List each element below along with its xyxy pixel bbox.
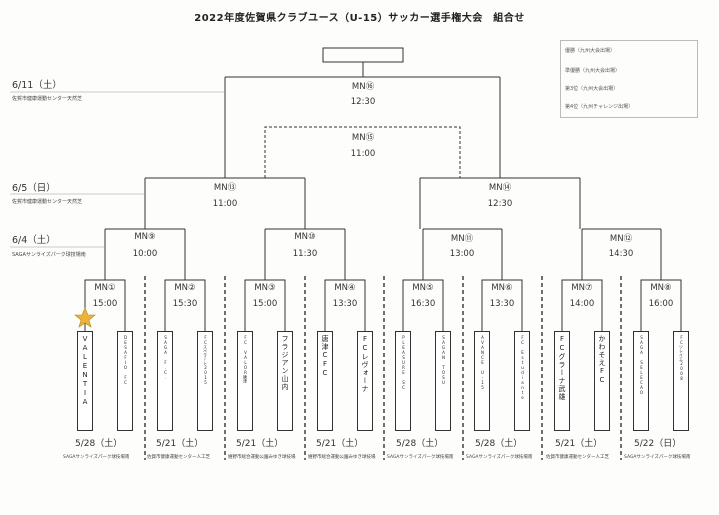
team-name: フラジアン山内 xyxy=(281,335,289,391)
team-box: 唐津CFC xyxy=(317,331,333,431)
team-name: PLEASURE SC xyxy=(401,335,406,390)
team-box: VALENTIA xyxy=(77,331,93,431)
r1-m7-time: 14:00 xyxy=(569,299,595,309)
r1-m3-number: MN③ xyxy=(254,283,276,293)
team-name: かわそえFC xyxy=(598,335,606,385)
r1-m5-date: 5/28（土） xyxy=(396,439,444,449)
r1-m1-time: 15:00 xyxy=(92,299,118,309)
r1-m2-number: MN② xyxy=(174,283,196,293)
team-box: SAGAN TOSU xyxy=(435,331,451,431)
team-box: FCレヴォーナ xyxy=(357,331,373,431)
r1-m6-venue: SAGAサンライズパーク球技場南 xyxy=(466,455,533,460)
quarter-2-time: 11:30 xyxy=(292,249,318,259)
team-box: FCスペラーレ2015 xyxy=(197,331,213,431)
team-box: PLEASURE SC xyxy=(395,331,411,431)
team-box: かわそえFC xyxy=(594,331,610,431)
winner-star-icon xyxy=(74,307,96,328)
r1-m8-number: MN⑧ xyxy=(650,283,672,293)
r1-m2-venue: 佐賀市健康運動センター人工芝 xyxy=(147,455,210,460)
r1-m4-date: 5/21（土） xyxy=(316,439,364,449)
r1-m4-venue: 嬉野市総合運動公園みゆき球技場 xyxy=(308,455,376,460)
team-name: FC Estudiante xyxy=(520,335,525,400)
legend-item-3: 第3位（九州大会出場） xyxy=(565,86,619,92)
r1-m7-venue: 佐賀市健康運動センター人工芝 xyxy=(546,455,609,460)
r1-m1-number: MN① xyxy=(94,283,116,293)
quarter-4-time: 14:30 xyxy=(608,249,634,259)
team-name: SAGA F.C. xyxy=(163,335,168,380)
legend-item-1: 優勝（九州大会出場） xyxy=(565,48,616,54)
r1-m6-time: 13:30 xyxy=(489,299,515,309)
team-name: VALENTIA xyxy=(81,335,89,407)
team-name: FCツレイエ2008 xyxy=(679,335,684,381)
team-name: SAGAN TOSU xyxy=(441,335,446,385)
semi-1-match-number: MN⑬ xyxy=(213,183,237,193)
round-venue-semi: 佐賀市健康運動センター天然芝 xyxy=(12,199,83,205)
team-box: SAGA SELECAO xyxy=(633,331,649,431)
page-title: 2022年度佐賀県クラブユース（U-15）サッカー選手権大会 組合せ xyxy=(194,13,525,24)
r1-m1-venue: SAGAサンライズパーク球技場南 xyxy=(63,455,130,460)
r1-m4-number: MN④ xyxy=(334,283,356,293)
team-box: SAGA F.C. xyxy=(157,331,173,431)
team-name: FCスペラーレ2015 xyxy=(203,335,208,385)
team-box: FCグラーナ武雄 xyxy=(554,331,570,431)
team-box: FC VALOR唐津 xyxy=(237,331,253,431)
team-name: DESAFIO FC xyxy=(123,335,128,385)
r1-m5-time: 16:30 xyxy=(410,299,436,309)
r1-m3-venue: 嬉野市総合運動公園みゆき球技場 xyxy=(228,455,296,460)
champion-box xyxy=(322,47,404,63)
r1-m7-number: MN⑦ xyxy=(571,283,593,293)
quarter-2-match-number: MN⑩ xyxy=(294,232,316,242)
quarter-4-match-number: MN⑫ xyxy=(609,234,633,244)
r1-m7-date: 5/21（土） xyxy=(555,439,603,449)
team-name: FCグラーナ武雄 xyxy=(558,335,566,401)
legend-item-4: 第4位（九州チャレンジ出場） xyxy=(565,104,634,110)
quarter-1-match-number: MN⑨ xyxy=(134,232,156,242)
team-name: FC VALOR唐津 xyxy=(243,335,248,383)
quarter-1-time: 10:00 xyxy=(132,249,158,259)
r1-m5-venue: SAGAサンライズパーク球技場南 xyxy=(387,455,454,460)
r1-m3-time: 15:00 xyxy=(252,299,278,309)
r1-m1-date: 5/28（土） xyxy=(75,439,123,449)
final-match-number: MN⑯ xyxy=(351,82,375,92)
team-name: FCレヴォーナ xyxy=(361,335,369,393)
team-name: SAGA SELECAO xyxy=(639,335,644,395)
team-box: フラジアン山内 xyxy=(277,331,293,431)
r1-m4-time: 13:30 xyxy=(332,299,358,309)
round-venue-quarter: SAGAサンライズパーク球技場南 xyxy=(12,252,86,258)
legend-box: 優勝（九州大会出場） 準優勝（九州大会出場） 第3位（九州大会出場） 第4位（九… xyxy=(560,40,698,118)
r1-m8-time: 16:00 xyxy=(648,299,674,309)
final-time: 12:30 xyxy=(350,97,376,107)
round-date-semi: 6/5（日） xyxy=(12,183,56,194)
quarter-3-time: 13:00 xyxy=(449,249,475,259)
semi-2-match-number: MN⑭ xyxy=(488,183,512,193)
r1-m2-time: 15:30 xyxy=(172,299,198,309)
team-box: FCツレイエ2008 xyxy=(673,331,689,431)
team-name: AVANCE U-15 xyxy=(480,335,485,390)
r1-m5-number: MN⑤ xyxy=(412,283,434,293)
r1-m8-date: 5/22（日） xyxy=(634,439,682,449)
team-name: 唐津CFC xyxy=(321,335,329,378)
third-place-time: 11:00 xyxy=(350,149,376,159)
team-box: FC Estudiante xyxy=(514,331,530,431)
r1-m6-number: MN⑥ xyxy=(491,283,513,293)
third-place-match-number: MN⑮ xyxy=(351,133,375,143)
round-date-quarter: 6/4（土） xyxy=(12,235,56,246)
semi-2-time: 12:30 xyxy=(487,199,513,209)
semi-1-time: 11:00 xyxy=(212,199,238,209)
round-date-final: 6/11（土） xyxy=(12,80,62,91)
r1-m8-venue: SAGAサンライズパーク球技場南 xyxy=(624,455,691,460)
quarter-3-match-number: MN⑪ xyxy=(450,234,474,244)
r1-m2-date: 5/21（土） xyxy=(156,439,204,449)
r1-m3-date: 5/21（土） xyxy=(236,439,284,449)
team-box: AVANCE U-15 xyxy=(474,331,490,431)
team-box: DESAFIO FC xyxy=(117,331,133,431)
legend-item-2: 準優勝（九州大会出場） xyxy=(565,68,621,74)
round-venue-final: 佐賀市健康運動センター天然芝 xyxy=(12,96,83,102)
r1-m6-date: 5/28（土） xyxy=(475,439,523,449)
